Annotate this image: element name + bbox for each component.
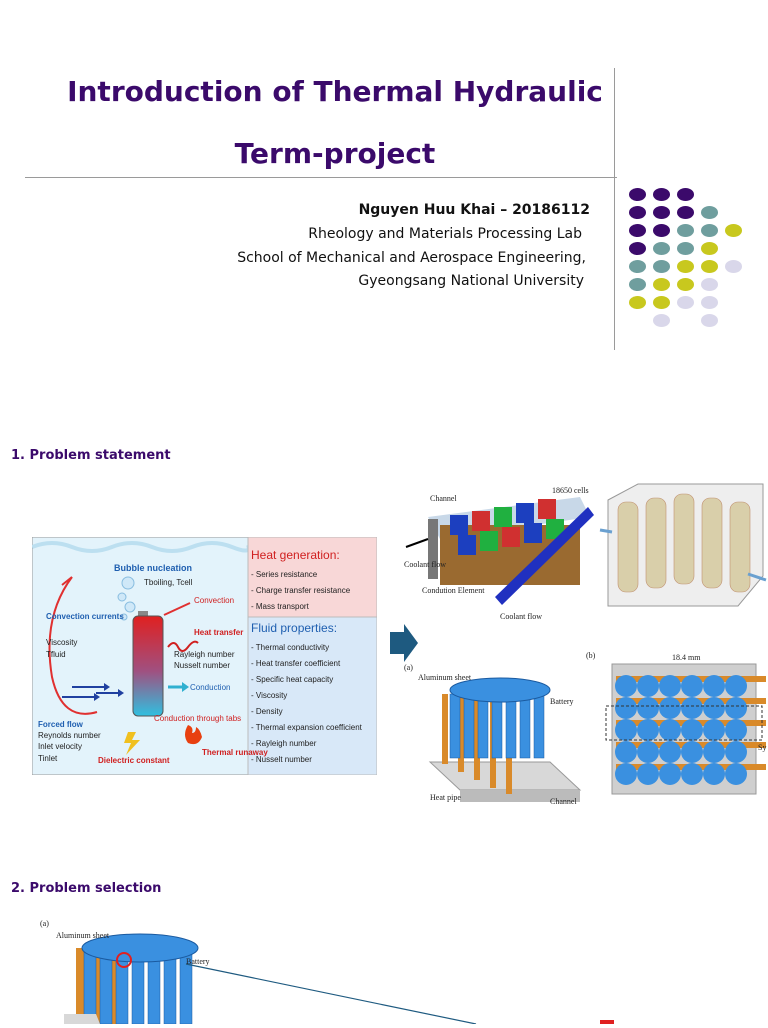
label-tboiling: Tboiling, Tcell xyxy=(144,578,193,587)
fluid-properties-title: Fluid properties: xyxy=(251,621,337,635)
label-coolant-flow-2: Coolant flow xyxy=(500,612,542,621)
affiliation-school: School of Mechanical and Aerospace Engin… xyxy=(237,250,586,266)
label-conduction-element: Condution Element xyxy=(422,586,485,595)
heat-gen-item: - Mass transport xyxy=(251,602,310,611)
heat-gen-item: - Series resistance xyxy=(251,570,318,579)
fluid-item: - Rayleigh number xyxy=(251,739,317,748)
heat-generation-title: Heat generation: xyxy=(251,548,340,562)
label-18650-cells: 18650 cells xyxy=(552,486,589,495)
label-tfluid: Tfluid xyxy=(46,650,66,659)
thermal-phenomena-diagram: Bubble nucleation Tboiling, Tcell Convec… xyxy=(31,536,378,776)
selected-module-figure: (a) Aluminum sheet Battery xyxy=(36,918,768,1025)
section-heading-problem-selection: 2. Problem selection xyxy=(11,881,162,896)
label-channel-a: Channel xyxy=(550,797,577,806)
decorative-dot-grid xyxy=(0,0,768,360)
fig-sel-tag: (a) xyxy=(40,919,49,928)
affiliation-university: Gyeongsang National University xyxy=(358,273,584,289)
label-coolant-flow-1: Coolant flow xyxy=(404,560,446,569)
label-bubble-nucleation: Bubble nucleation xyxy=(114,563,192,573)
fig-b-tag: (b) xyxy=(586,651,596,660)
label-heat-pipe: Heat pipe xyxy=(430,793,461,802)
coil-cells-figure xyxy=(598,480,768,610)
fluid-item: - Heat transfer coefficient xyxy=(251,659,341,668)
label-viscosity: Viscosity xyxy=(46,638,77,647)
label-tinlet: Tinlet xyxy=(38,754,58,763)
battery-grid-top-view: (b) 18.4 mm Sy xyxy=(586,650,768,800)
label-convection: Convection xyxy=(194,596,234,605)
label-heat-transfer: Heat transfer xyxy=(194,628,243,637)
heat-pipe-module-figure: (a) Aluminum sheet Battery Heat pipe Cha… xyxy=(400,663,595,820)
label-conduction-tabs: Conduction through tabs xyxy=(154,714,241,723)
label-forced-flow: Forced flow xyxy=(38,720,84,729)
label-inlet-velocity: Inlet velocity xyxy=(38,742,82,751)
label-symmetry: Sy xyxy=(758,743,766,752)
label-dielectric: Dielectric constant xyxy=(98,756,170,765)
label-conduction: Conduction xyxy=(190,683,230,692)
affiliation-lab: Rheology and Materials Processing Lab xyxy=(308,226,582,242)
label-channel: Channel xyxy=(430,494,457,503)
fluid-item: - Thermal expansion coefficient xyxy=(251,723,363,732)
heat-gen-item: - Charge transfer resistance xyxy=(251,586,351,595)
vertical-divider xyxy=(614,68,615,350)
fluid-item: - Specific heat capacity xyxy=(251,675,333,684)
fluid-item: - Density xyxy=(251,707,283,716)
author-name: Nguyen Huu Khai – 20186112 xyxy=(358,202,590,218)
label-battery-sel: Battery xyxy=(186,957,210,966)
section-heading-problem-statement: 1. Problem statement xyxy=(11,448,171,463)
label-thermal-runaway: Thermal runaway xyxy=(202,748,268,757)
title-line-1: Introduction of Thermal Hydraulic xyxy=(67,75,603,108)
label-reynolds: Reynolds number xyxy=(38,731,101,740)
fluid-item: - Thermal conductivity xyxy=(251,643,329,652)
label-dimension: 18.4 mm xyxy=(672,653,701,662)
label-nusselt: Nusselt number xyxy=(174,661,230,670)
label-battery: Battery xyxy=(550,697,574,706)
fig-a-tag: (a) xyxy=(404,664,413,672)
fluid-item: - Viscosity xyxy=(251,691,287,700)
fluid-item: - Nusselt number xyxy=(251,755,312,764)
label-convection-currents: Convection currents xyxy=(46,612,124,621)
cooling-channel-figure: Channel 18650 cells Coolant flow Conduti… xyxy=(400,477,595,625)
right-arrow-icon xyxy=(390,624,418,662)
label-aluminum-sheet: Aluminum sheet xyxy=(418,673,472,682)
label-aluminum-sheet-sel: Aluminum sheet xyxy=(56,931,110,940)
title-line-2: Term-project xyxy=(234,137,436,170)
header-divider xyxy=(25,177,617,178)
label-rayleigh: Rayleigh number xyxy=(174,650,235,659)
